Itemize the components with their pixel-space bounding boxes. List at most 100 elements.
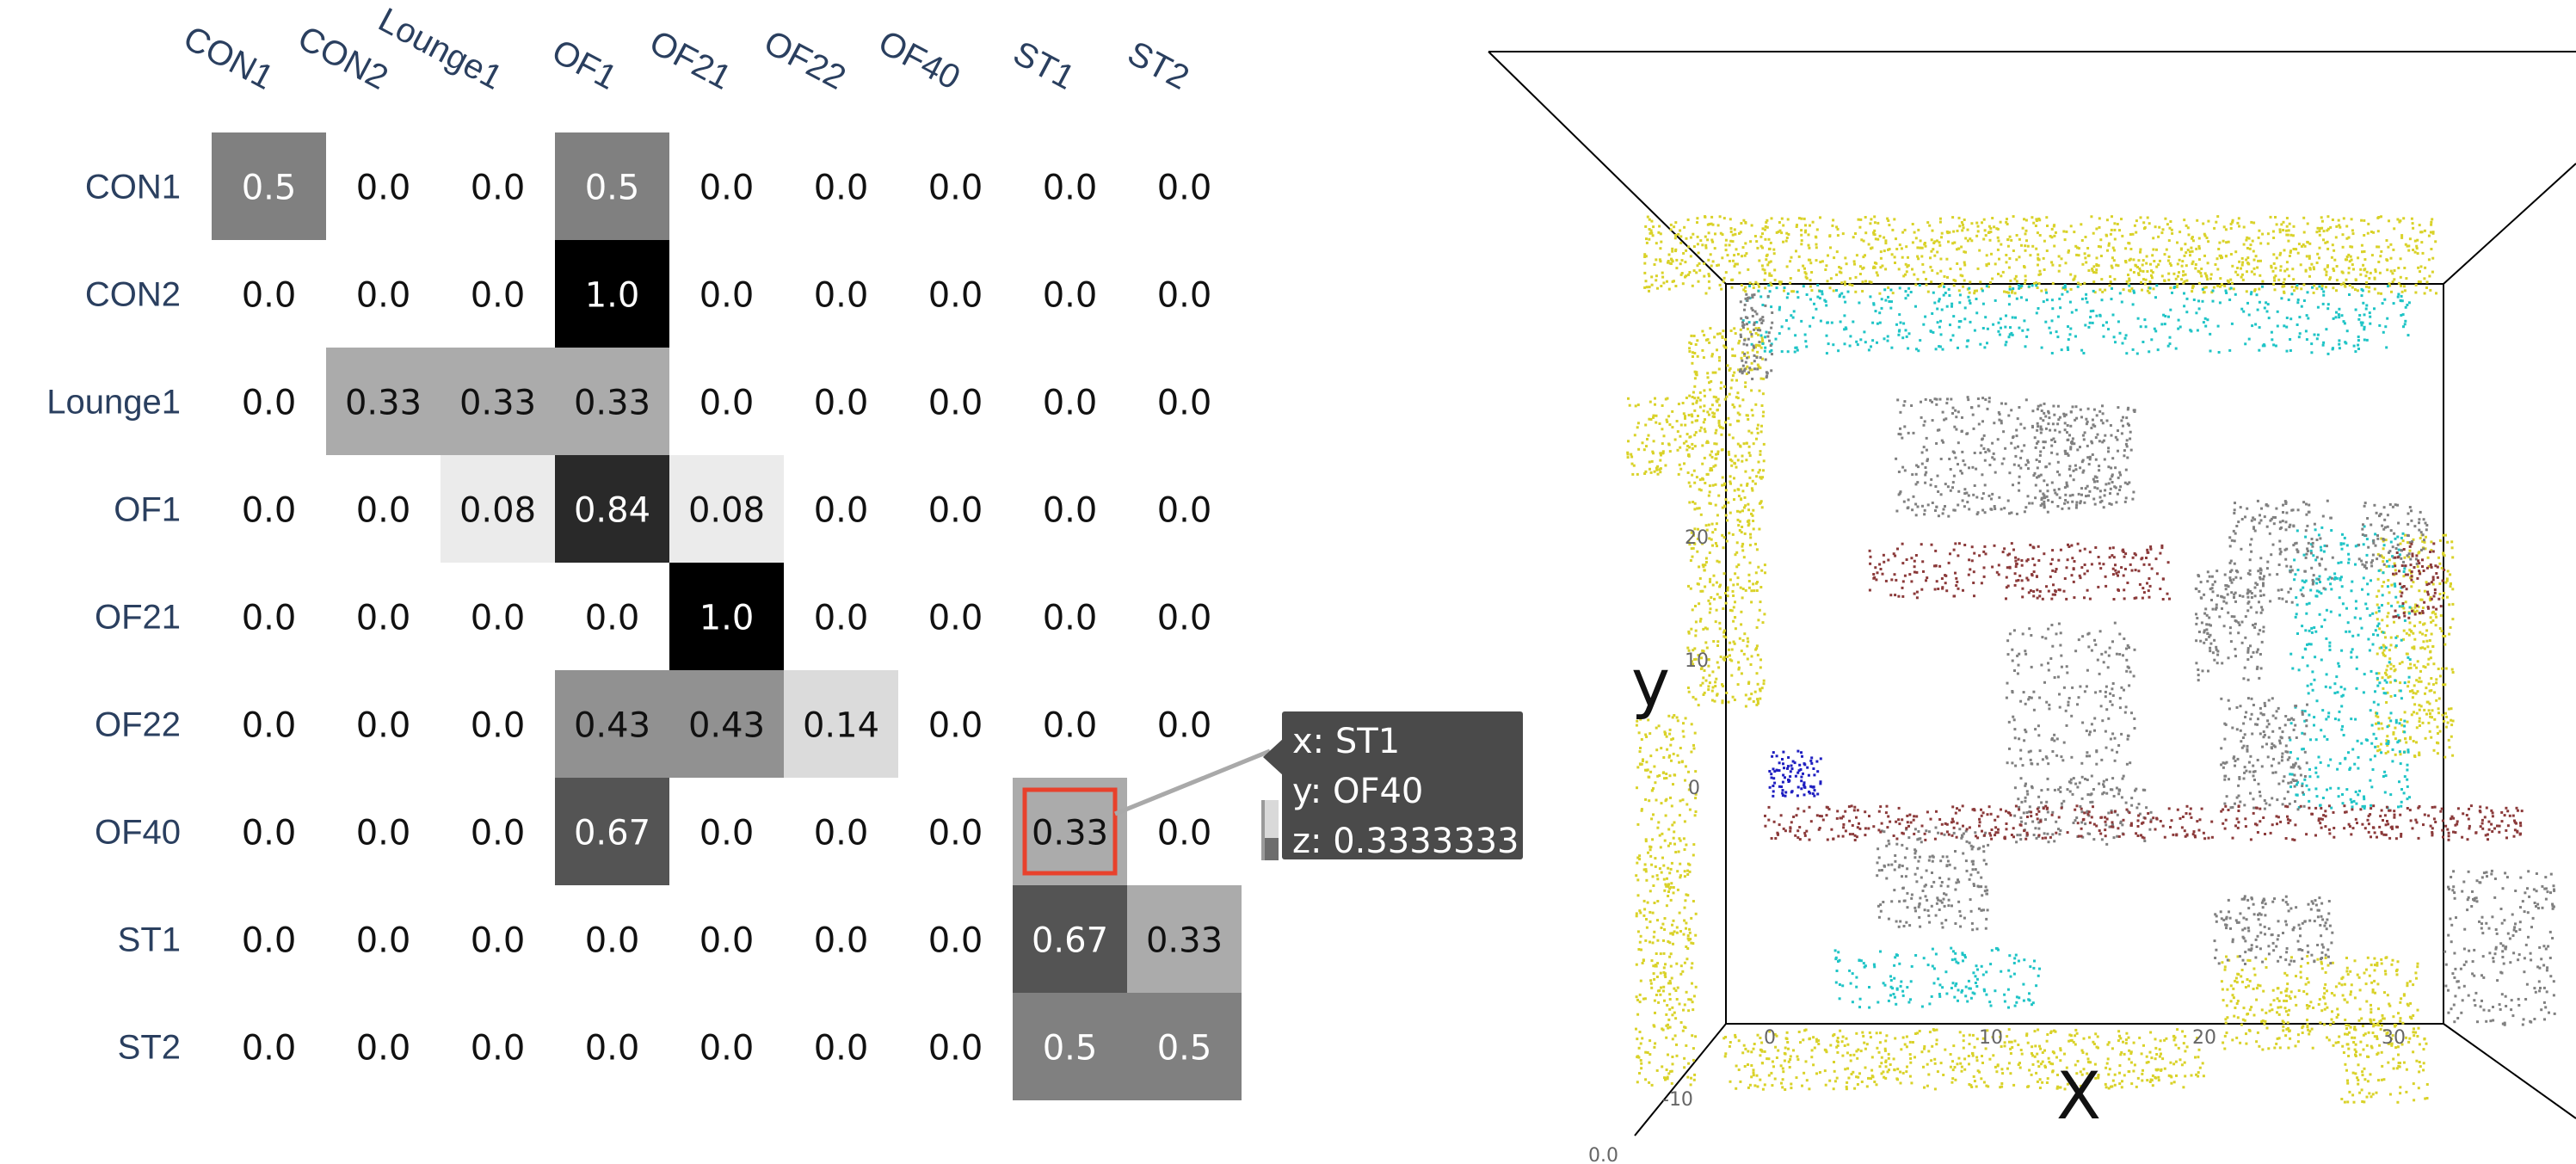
heatmap-cell[interactable] xyxy=(784,885,898,993)
heatmap-cell[interactable] xyxy=(898,240,1013,348)
heatmap-cell-value: 0.43 xyxy=(574,706,650,746)
heatmap-cell[interactable] xyxy=(1127,778,1242,885)
heatmap-cell[interactable] xyxy=(555,240,669,348)
heatmap-cell[interactable] xyxy=(784,563,898,670)
heatmap-cell-value: 0.0 xyxy=(928,1029,983,1069)
heatmap-cell[interactable] xyxy=(898,132,1013,240)
heatmap-cell[interactable] xyxy=(898,670,1013,778)
heatmap-cell[interactable] xyxy=(1127,670,1242,778)
heatmap-cell[interactable] xyxy=(669,132,784,240)
heatmap-cell[interactable] xyxy=(441,240,555,348)
heatmap-cell[interactable] xyxy=(898,993,1013,1100)
heatmap-cell[interactable] xyxy=(1127,348,1242,455)
heatmap-cell[interactable] xyxy=(898,778,1013,885)
heatmap-cell[interactable] xyxy=(326,885,441,993)
heatmap-cell[interactable] xyxy=(1127,885,1242,993)
heatmap-cell[interactable] xyxy=(784,348,898,455)
heatmap-cell[interactable] xyxy=(441,132,555,240)
tooltip-connector-line xyxy=(1114,748,1271,816)
heatmap-cell[interactable] xyxy=(1013,563,1127,670)
heatmap-cell[interactable] xyxy=(1127,993,1242,1100)
heatmap-cell[interactable] xyxy=(441,563,555,670)
heatmap-cell[interactable] xyxy=(1013,670,1127,778)
heatmap-cell-value: 0.0 xyxy=(1043,491,1098,531)
heatmap-cell[interactable] xyxy=(1013,455,1127,563)
heatmap-cell[interactable] xyxy=(898,885,1013,993)
heatmap-cell[interactable] xyxy=(212,348,326,455)
heatmap-cell[interactable] xyxy=(441,778,555,885)
heatmap-cell[interactable] xyxy=(555,455,669,563)
heatmap-cell[interactable] xyxy=(555,132,669,240)
x-tick-0: 0 xyxy=(1764,1027,1776,1049)
heatmap-cell[interactable] xyxy=(1127,240,1242,348)
y-tick-label-of21: OF21 xyxy=(95,599,181,637)
heatmap-cell-value: 0.0 xyxy=(814,169,869,208)
heatmap-cell[interactable] xyxy=(1013,993,1127,1100)
heatmap-cell[interactable] xyxy=(669,455,784,563)
heatmap-cell[interactable] xyxy=(212,885,326,993)
heatmap-cell[interactable] xyxy=(212,455,326,563)
heatmap-cell[interactable] xyxy=(441,993,555,1100)
tooltip-z-line: z: 0.3333333 xyxy=(1292,822,1519,861)
point-cloud-3d-plot[interactable]: 0 10 20 30 20 10 0 -10 0.0 X y xyxy=(1463,0,2576,1164)
heatmap-cell[interactable] xyxy=(212,240,326,348)
heatmap-cell[interactable] xyxy=(1013,778,1127,885)
heatmap-cell[interactable] xyxy=(555,670,669,778)
heatmap-cell[interactable] xyxy=(326,993,441,1100)
heatmap-cell[interactable] xyxy=(669,348,784,455)
heatmap-cell-value: 0.0 xyxy=(1043,599,1098,638)
heatmap-cell[interactable] xyxy=(555,885,669,993)
heatmap-cell[interactable] xyxy=(669,993,784,1100)
heatmap-cell[interactable] xyxy=(784,455,898,563)
heatmap-cell[interactable] xyxy=(669,778,784,885)
heatmap-cell[interactable] xyxy=(898,563,1013,670)
heatmap-cell[interactable] xyxy=(898,348,1013,455)
heatmap-cell[interactable] xyxy=(669,240,784,348)
heatmap-cell[interactable] xyxy=(441,885,555,993)
heatmap-cell[interactable] xyxy=(1127,455,1242,563)
heatmap-cell[interactable] xyxy=(441,455,555,563)
gray-obj-9 xyxy=(2213,895,2334,966)
heatmap-cell[interactable] xyxy=(326,240,441,348)
heatmap-cell[interactable] xyxy=(1013,132,1127,240)
heatmap-cell[interactable] xyxy=(441,348,555,455)
heatmap-cell-value: 0.0 xyxy=(1157,814,1212,853)
x-tick-label-of1: OF1 xyxy=(546,33,623,97)
heatmap-cell[interactable] xyxy=(784,240,898,348)
heatmap-cell-value: 0.0 xyxy=(242,1029,297,1069)
heatmap-cell[interactable] xyxy=(784,993,898,1100)
heatmap-cell[interactable] xyxy=(1127,563,1242,670)
heatmap-cell[interactable] xyxy=(784,132,898,240)
heatmap-cell[interactable] xyxy=(212,563,326,670)
heatmap-cell[interactable] xyxy=(555,993,669,1100)
heatmap-cell[interactable] xyxy=(212,132,326,240)
heatmap-cell[interactable] xyxy=(326,348,441,455)
heatmap-cell[interactable] xyxy=(326,670,441,778)
heatmap-cell[interactable] xyxy=(669,670,784,778)
heatmap-cell[interactable] xyxy=(784,778,898,885)
heatmap-cell[interactable] xyxy=(784,670,898,778)
heatmap-cell[interactable] xyxy=(212,993,326,1100)
heatmap-cell[interactable] xyxy=(555,348,669,455)
heatmap-cell[interactable] xyxy=(555,778,669,885)
heatmap-cell[interactable] xyxy=(1013,348,1127,455)
brown-right xyxy=(2392,542,2446,619)
heatmap-cell[interactable] xyxy=(326,563,441,670)
wall-bottom xyxy=(1722,1028,2205,1091)
heatmap-cell[interactable] xyxy=(326,132,441,240)
heatmap-cell[interactable] xyxy=(1013,885,1127,993)
heatmap-cell[interactable] xyxy=(555,563,669,670)
heatmap-cell[interactable] xyxy=(669,885,784,993)
heatmap-cell[interactable] xyxy=(1013,240,1127,348)
heatmap-cell[interactable] xyxy=(326,455,441,563)
heatmap-cell[interactable] xyxy=(212,778,326,885)
heatmap-cell[interactable] xyxy=(441,670,555,778)
heatmap-cell[interactable] xyxy=(212,670,326,778)
heatmap-cell[interactable] xyxy=(898,455,1013,563)
heatmap-cell[interactable] xyxy=(1127,132,1242,240)
heatmap-cells[interactable] xyxy=(212,132,1242,1100)
heatmap-cell[interactable] xyxy=(669,563,784,670)
heatmap-cell[interactable] xyxy=(326,778,441,885)
